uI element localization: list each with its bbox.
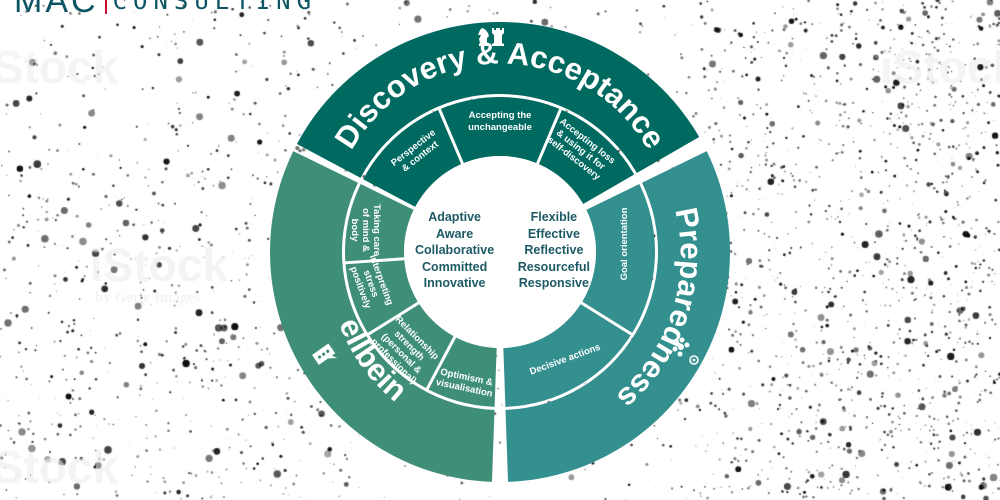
quality-item: Committed	[421, 259, 488, 274]
quality-item: Adaptive	[428, 210, 481, 224]
quality-item: Flexible	[530, 210, 578, 224]
sub-divider-wellbeing	[367, 301, 420, 336]
outer-band-wellbeing	[270, 151, 495, 482]
sub-divider-wellbeing	[425, 336, 457, 390]
seeds-growth-icon	[672, 337, 699, 365]
sub-item-taking-care: Taking careof mind &body	[349, 204, 382, 256]
sub-divider-wellbeing	[345, 257, 405, 265]
qualities-left-column: Adaptive Aware Collaborative Committed I…	[415, 209, 494, 292]
inner-band-discovery	[363, 97, 635, 207]
center-circle	[404, 156, 596, 348]
sub-divider-discovery	[438, 108, 464, 165]
chess-pieces-icon	[478, 28, 504, 46]
brand-divider	[104, 0, 107, 14]
inner-band-preparedness	[503, 184, 655, 407]
qualities-right-column: Flexible Effective Reflective Resourcefu…	[518, 209, 590, 292]
sub-divider-preparedness	[580, 301, 633, 336]
sub-divider-discovery	[536, 108, 562, 165]
outer-band-discovery	[296, 21, 700, 178]
sub-item-goal-orientation: Goal orientation	[619, 207, 630, 280]
quality-item: Aware	[435, 226, 474, 241]
brand-logo: MAC CONSULTING	[14, 0, 318, 20]
chat-bubble-icon	[312, 343, 338, 365]
section-wellbeing: Wellbeing	[0, 0, 414, 408]
quality-item: Resourceful	[517, 259, 590, 274]
quality-item: Collaborative	[415, 243, 495, 257]
center-qualities: Adaptive Aware Collaborative Committed I…	[415, 209, 590, 292]
quality-item: Innovative	[423, 276, 486, 290]
inner-band-wellbeing	[344, 184, 497, 407]
brand-name-consulting: CONSULTING	[112, 0, 318, 15]
section-title-wellbeing: Wellbeing	[0, 0, 414, 408]
outer-band-preparedness	[505, 151, 730, 482]
brand-name-mac: MAC	[14, 0, 99, 20]
quality-item: Effective	[527, 226, 580, 241]
quality-item: Reflective	[524, 243, 584, 257]
quality-item: Responsive	[518, 276, 589, 290]
